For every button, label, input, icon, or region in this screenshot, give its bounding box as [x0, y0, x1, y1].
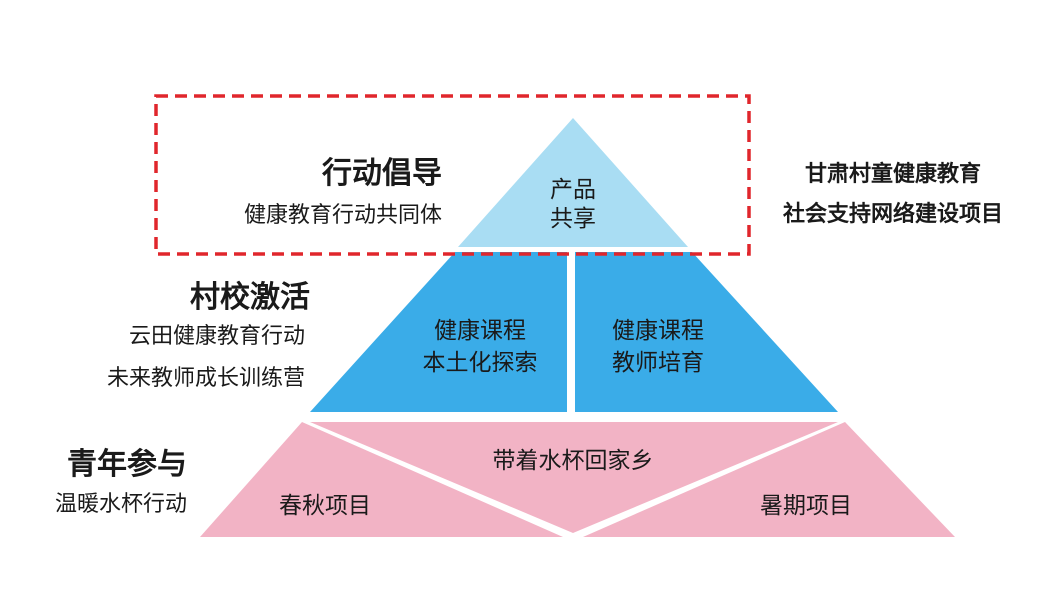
apex-triangle: [458, 118, 688, 247]
top-tier-title: 行动倡导: [322, 156, 442, 191]
apex-text-line1: 产品: [550, 177, 596, 203]
bottom-left-block-text: 春秋项目: [279, 493, 371, 519]
bottom-tier-line1: 温暖水杯行动: [54, 492, 187, 517]
bottom-left-block: [200, 422, 563, 537]
bottom-center-block: [310, 422, 838, 533]
middle-left-block: [310, 252, 567, 412]
bottom-right-block-text: 暑期项目: [760, 493, 852, 519]
middle-right-block-line1: 健康课程: [612, 318, 704, 344]
middle-right-block: [575, 252, 838, 412]
middle-tier-title: 村校激活: [190, 280, 310, 315]
project-title-line2: 社会支持网络建设项目: [782, 202, 1003, 227]
apex-text-line2: 共享: [550, 206, 596, 232]
top-tier-subtitle: 健康教育行动共同体: [243, 203, 442, 228]
middle-right-block-line2: 教师培育: [612, 350, 704, 376]
dashed-highlight-frame: [154, 94, 751, 256]
bottom-center-text: 带着水杯回家乡: [492, 448, 654, 474]
middle-left-block-line2: 本土化探索: [422, 350, 538, 376]
middle-tier-line2: 未来教师成长训练营: [106, 366, 305, 391]
middle-tier-line1: 云田健康教育行动: [128, 324, 305, 349]
bottom-tier-title: 青年参与: [67, 447, 187, 482]
project-title-line1: 甘肃村童健康教育: [804, 162, 981, 187]
bottom-right-block: [583, 422, 955, 537]
middle-left-block-line1: 健康课程: [434, 318, 526, 344]
